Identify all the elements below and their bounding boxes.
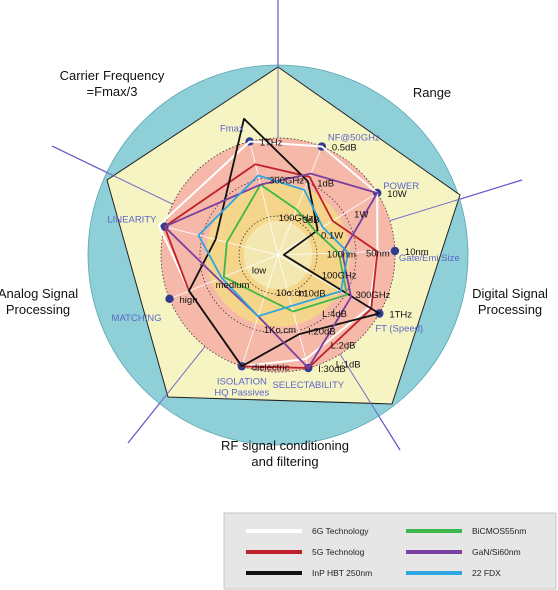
axis-tick-label: 300GHz [356, 290, 391, 301]
radar-axis-line [277, 192, 378, 256]
axis-tick-label: I:30dB [318, 364, 345, 375]
series-line-1 [163, 163, 379, 369]
axis-name-label: MATCHING [112, 313, 162, 324]
radar-axis-line [277, 250, 395, 256]
extra-tick-label: L:4dB [322, 309, 347, 320]
sector-title: Carrier Frequency [60, 68, 165, 83]
axis-name-label: POWER [383, 181, 419, 192]
axis-tick-label: 100GHz [322, 270, 357, 281]
sector-title: Processing [478, 302, 542, 317]
axis-name-label: HQ Passives [214, 387, 269, 398]
axis-tick-label: I:20dB [308, 326, 335, 337]
axis-name-label: NF@50GHz [328, 133, 380, 144]
axis-tick-label: 1THz [260, 137, 283, 148]
sector-title: Range [413, 85, 451, 100]
axis-tick-label: 100nm [327, 250, 356, 261]
legend-label: 22 FDX [472, 568, 501, 578]
axis-name-label: SELECTABILITY [272, 380, 344, 391]
sector-title: Analog Signal [0, 286, 78, 301]
sector-title: =Fmax/3 [87, 84, 138, 99]
axis-end-marker [390, 246, 400, 256]
scale-ring [199, 176, 357, 334]
radar-axis-line [241, 254, 279, 367]
scale-ring [238, 215, 318, 295]
axis-name-label: ISOLATION [217, 376, 267, 387]
axis-tick-label: 1W [354, 210, 368, 221]
radar-axis-line [249, 141, 279, 256]
axis-tick-label: 3dB [303, 215, 320, 226]
axis-name-label: Fmax [220, 123, 244, 134]
axis-tick-label: high [180, 295, 198, 306]
legend-label: 6G Technology [312, 526, 369, 536]
axis-name-label: LINEARITY [107, 215, 157, 226]
axis-tick-label: I:10dB [298, 289, 325, 300]
axis-tick-label: 1Ko.cm [264, 325, 296, 336]
sector-title: Processing [6, 302, 70, 317]
chart-series [157, 117, 381, 369]
extra-tick-label: L:1dB [336, 360, 361, 371]
axis-end-marker [165, 294, 174, 304]
axis-tick-label: low [252, 266, 266, 277]
radar-axis-line [277, 146, 323, 256]
legend-label: InP HBT 250nm [312, 568, 372, 578]
axis-tick-label: dielectric [252, 362, 290, 373]
sector-title: RF signal conditioning [221, 438, 349, 453]
axis-tick-label: 50nm [366, 248, 390, 259]
axis-name-label: FT (Speed) [375, 324, 423, 335]
series-line-3 [222, 183, 348, 313]
legend-label: 5G Technolog [312, 547, 365, 557]
axis-tick-label: 1dB [317, 179, 334, 190]
axis-tick-label: 1THz [389, 310, 412, 321]
series-line-5 [197, 174, 350, 318]
axis-tick-label: 10W [387, 189, 407, 200]
axis-tick-label: 10o.cm [276, 288, 307, 299]
series-line-4 [163, 172, 379, 369]
axis-tick-label: 10nm [405, 247, 429, 258]
axis-name-label: Gate/Emi Size [399, 253, 460, 264]
sector-title: Digital Signal [472, 286, 548, 301]
series-line-0 [157, 140, 379, 368]
extra-tick-label: L:2dB [331, 340, 356, 351]
axis-tick-label: 0.5dB [332, 143, 357, 154]
axis-tick-label: 100GHz [279, 213, 314, 224]
axis-tick-label: 0.1W [321, 230, 343, 241]
axis-tick-label: 300GHz [269, 175, 304, 186]
sector-title: and filtering [251, 454, 318, 469]
radar-axis-line [164, 226, 279, 256]
legend-label: GaN/Si60nm [472, 547, 521, 557]
legend-label: BiCMOS55nm [472, 526, 526, 536]
axis-tick-label: medium [216, 280, 250, 291]
